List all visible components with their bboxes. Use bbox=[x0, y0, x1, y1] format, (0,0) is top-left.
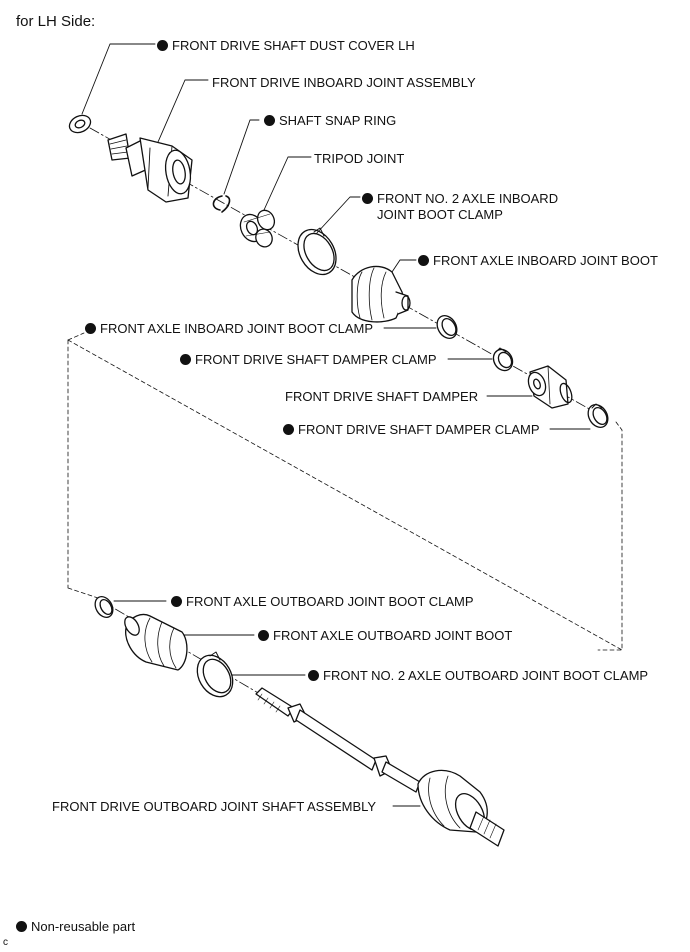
non-reusable-dot-icon bbox=[308, 670, 319, 681]
dashed-transfer-diagonal bbox=[67, 339, 623, 651]
label-outboard-shaft: FRONT DRIVE OUTBOARD JOINT SHAFT ASSEMBL… bbox=[52, 799, 377, 814]
label-dust-cover: FRONT DRIVE SHAFT DUST COVER LH bbox=[157, 38, 415, 53]
label-snap-ring: SHAFT SNAP RING bbox=[264, 113, 396, 128]
damper-clamp-1-part bbox=[492, 347, 514, 372]
outboard-boot-part bbox=[124, 613, 188, 671]
dust-cover-part bbox=[68, 114, 92, 134]
label-inboard-boot-clamp: FRONT AXLE INBOARD JOINT BOOT CLAMP bbox=[85, 321, 373, 336]
non-reusable-dot-icon bbox=[258, 630, 269, 641]
leader-inboard-boot bbox=[391, 259, 417, 273]
leader-dust-cover bbox=[81, 43, 156, 115]
label-no2-inboard-clamp-line2: JOINT BOOT CLAMP bbox=[377, 207, 503, 222]
no2-outboard-clamp-part bbox=[196, 651, 234, 698]
label-no2-outboard-clamp: FRONT NO. 2 AXLE OUTBOARD JOINT BOOT CLA… bbox=[308, 668, 648, 683]
outboard-shaft-part bbox=[255, 687, 505, 847]
non-reusable-dot-icon bbox=[264, 115, 275, 126]
label-inboard-boot: FRONT AXLE INBOARD JOINT BOOT bbox=[418, 253, 658, 268]
legend: Non-reusable part bbox=[16, 919, 135, 935]
damper-part bbox=[527, 365, 573, 409]
leader-inboard-joint bbox=[157, 79, 209, 143]
non-reusable-dot-icon bbox=[16, 921, 27, 932]
legend-text: Non-reusable part bbox=[31, 919, 136, 934]
label-tripod-joint: TRIPOD JOINT bbox=[314, 151, 405, 166]
leader-snap-ring bbox=[223, 119, 260, 195]
label-no2-inboard-clamp: FRONT NO. 2 AXLE INBOARD bbox=[362, 191, 558, 206]
label-damper-clamp-2: FRONT DRIVE SHAFT DAMPER CLAMP bbox=[283, 422, 540, 437]
snap-ring-part bbox=[212, 195, 231, 213]
dashed-transfer-outline bbox=[67, 332, 623, 651]
non-reusable-dot-icon bbox=[157, 40, 168, 51]
inboard-boot-part bbox=[351, 265, 411, 323]
label-inboard-joint: FRONT DRIVE INBOARD JOINT ASSEMBLY bbox=[212, 75, 476, 90]
leader-tripod bbox=[263, 156, 312, 211]
non-reusable-dot-icon bbox=[171, 596, 182, 607]
non-reusable-dot-icon bbox=[85, 323, 96, 334]
label-damper: FRONT DRIVE SHAFT DAMPER bbox=[285, 389, 479, 404]
non-reusable-dot-icon bbox=[180, 354, 191, 365]
inboard-joint-part bbox=[107, 133, 193, 203]
non-reusable-dot-icon bbox=[362, 193, 373, 204]
leader-lines bbox=[81, 43, 591, 807]
label-damper-clamp-1: FRONT DRIVE SHAFT DAMPER CLAMP bbox=[180, 352, 437, 367]
no2-inboard-clamp-part bbox=[297, 227, 337, 276]
outboard-boot-clamp-part bbox=[94, 596, 114, 618]
page-title: for LH Side: bbox=[16, 13, 96, 30]
non-reusable-dot-icon bbox=[283, 424, 294, 435]
leader-no2-inboard-clamp bbox=[315, 196, 361, 235]
illustration-code: c bbox=[3, 937, 8, 948]
damper-clamp-2-part bbox=[587, 403, 609, 428]
tripod-joint-part bbox=[239, 209, 276, 248]
inboard-boot-clamp-part bbox=[436, 315, 458, 339]
non-reusable-dot-icon bbox=[418, 255, 429, 266]
label-outboard-boot: FRONT AXLE OUTBOARD JOINT BOOT bbox=[258, 628, 512, 643]
label-outboard-boot-clamp: FRONT AXLE OUTBOARD JOINT BOOT CLAMP bbox=[171, 594, 474, 609]
